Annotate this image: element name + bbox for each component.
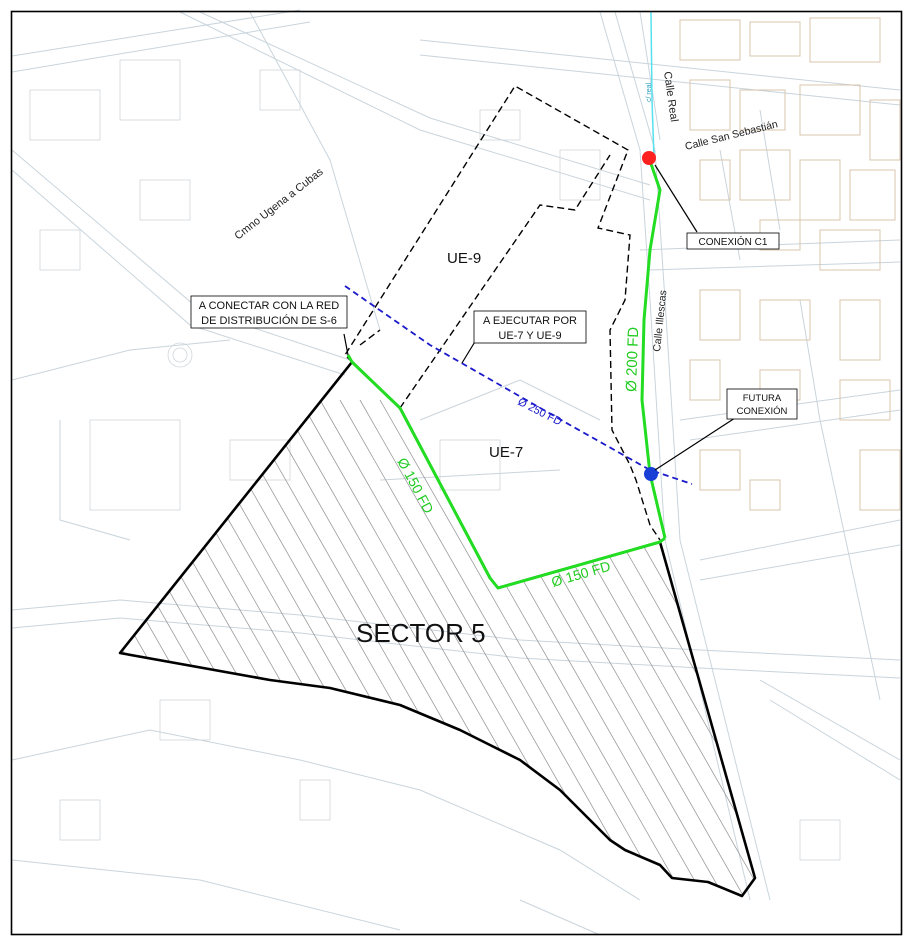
ue-9-boundary [344,85,661,541]
callout-futura-line1: FUTURA [743,393,782,404]
canal-line [650,11,655,159]
connection-c1-marker[interactable] [642,151,656,165]
background-plots [29,59,841,861]
pipe-label-250: Ø 250 FD [516,396,564,428]
callout-conexion-c1: CONEXIÓN C1 [686,232,780,250]
sector-5-hatch [120,399,755,896]
callout-a-conectar-line1: A CONECTAR CON LA RED [199,300,339,312]
street-label-calle-san-sebastian: Calle San Sebastián [684,118,779,153]
callout-futura-conexion: FUTURA CONEXIÓN [726,388,798,420]
callout-a-conectar-line2: DE DISTRIBUCIÓN DE S-6 [201,314,337,327]
background-buildings [679,17,901,511]
zone-label-ue-9: UE-9 [447,250,481,267]
zone-label-sector-5: SECTOR 5 [356,618,486,648]
future-connection-marker[interactable] [644,467,658,481]
callout-a-ejecutar-line1: A EJECUTAR POR [483,315,577,327]
callout-a-ejecutar: A EJECUTAR POR UE-7 Y UE-9 [473,310,587,344]
pipe-150-line [346,354,666,590]
pipe-label-200: Ø 200 FD [623,326,642,392]
callout-a-conectar: A CONECTAR CON LA RED DE DISTRIBUCIÓN DE… [190,295,348,329]
zone-label-ue-7: UE-7 [489,444,523,461]
street-label-calle-real: Calle Real [661,71,680,123]
street-label-cmno-ugena: Cmno Ugena a Cubas [232,166,326,243]
callout-conexion-c1-text: CONEXIÓN C1 [699,235,768,248]
street-label-minor: c/ real [646,82,653,102]
map-frame-border [10,10,903,936]
callout-futura-line2: CONEXIÓN [737,406,788,417]
pipe-label-150-south: Ø 150 FD [549,558,612,590]
callout-leaders [343,164,736,471]
callout-a-ejecutar-line2: UE-7 Y UE-9 [498,330,561,342]
background-roads [11,9,901,936]
